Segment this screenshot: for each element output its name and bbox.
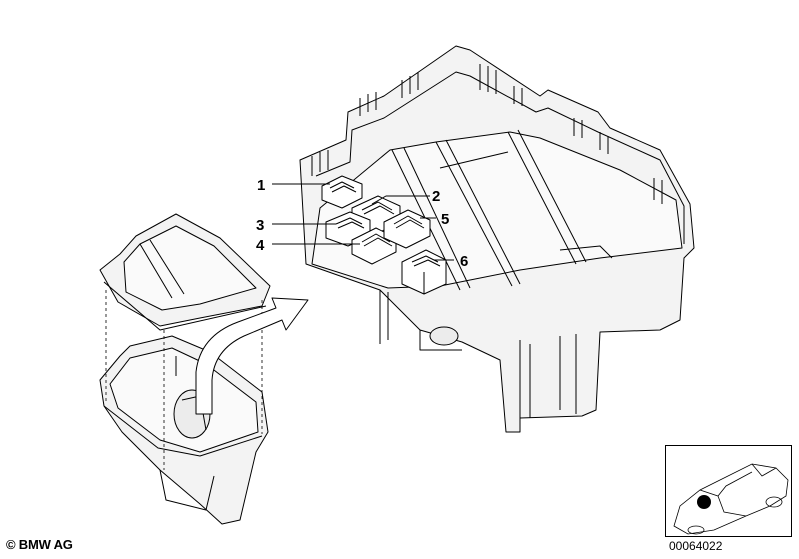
car-location-inset-icon	[673, 463, 789, 535]
car-location-inset	[665, 445, 792, 537]
assembly-arrow-icon	[195, 297, 309, 415]
relay-5	[383, 209, 431, 249]
callout-5: 5	[441, 211, 449, 228]
diagram-number: 00064022	[669, 539, 723, 553]
callout-6: 6	[460, 253, 468, 270]
relay-1	[321, 175, 363, 209]
copyright-label: © BMW AG	[6, 537, 73, 552]
callout-4: 4	[256, 237, 265, 254]
leader-lines	[272, 183, 454, 261]
callout-1: 1	[257, 177, 265, 194]
lower-box	[99, 335, 269, 525]
fuse-box-housing	[299, 45, 695, 433]
alignment-lines	[105, 290, 263, 470]
cover-lid	[99, 213, 271, 331]
callout-2: 2	[432, 188, 440, 205]
callout-3: 3	[256, 217, 264, 234]
